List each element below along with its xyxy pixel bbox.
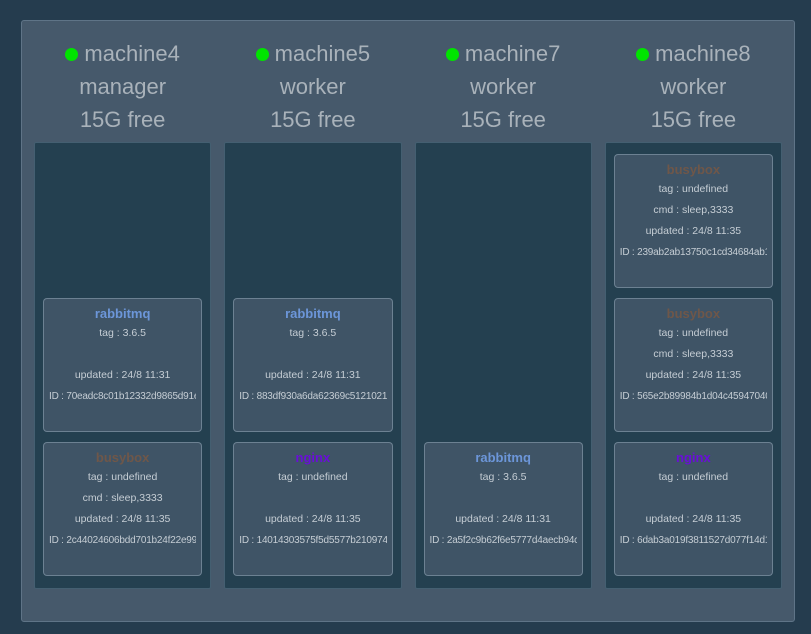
container-list: rabbitmq tag : 3.6.5 updated : 24/8 11:3… [414,142,592,589]
machine-column: machine4 manager 15G free rabbitmq tag :… [34,31,212,589]
status-dot-icon [445,48,459,61]
container-list: rabbitmq tag : 3.6.5 updated : 24/8 11:3… [34,142,212,589]
machine-header: machine8 worker 15G free [605,31,782,142]
machine-role: manager [79,74,167,99]
machine-name-line: machine7 [415,37,592,70]
container-id: ID : 70eadc8c01b12332d9865d91e5... [49,391,197,402]
container-id: ID : 6dab3a019f3811527d077f14d1... [619,535,767,546]
machine-free-space: 15G free [270,107,356,132]
machine-role: worker [660,74,727,99]
container-tag: tag : undefined [658,471,729,483]
container-cmd: cmd : sleep,3333 [653,348,734,360]
container-updated: updated : 24/8 11:31 [455,513,551,525]
container-name: nginx [295,450,331,465]
container-tag: tag : 3.6.5 [479,471,527,483]
container-name: rabbitmq [94,306,151,321]
container-cmd [49,344,196,365]
container-card[interactable]: busybox tag : undefined cmd : sleep,3333… [43,442,203,576]
machine-free-space: 15G free [79,107,166,132]
machine-name: machine5 [274,41,371,66]
container-updated: updated : 24/8 11:31 [74,369,171,381]
container-name: busybox [95,450,150,465]
container-updated: updated : 24/8 11:35 [265,513,361,525]
machine-name: machine8 [655,41,751,66]
machine-free-space: 15G free [460,107,546,132]
container-id: ID : 2c44024606bdd701b24f22e999... [49,535,197,546]
container-tag: tag : undefined [87,471,158,483]
container-updated: updated : 24/8 11:31 [265,369,361,381]
container-id: ID : 239ab2ab13750c1cd34684ab1f... [619,247,767,258]
container-card[interactable]: rabbitmq tag : 3.6.5 updated : 24/8 11:3… [43,298,203,432]
machine-column: machine7 worker 15G free rabbitmq tag : … [414,31,592,589]
machine-header: machine5 worker 15G free [224,31,401,142]
status-dot-icon [255,48,269,61]
container-name: rabbitmq [475,450,531,465]
cluster-panel: machine4 manager 15G free rabbitmq tag :… [21,20,795,622]
container-id: ID : 14014303575f5d5577b210974b... [239,535,387,546]
container-tag: tag : undefined [658,183,729,195]
container-updated: updated : 24/8 11:35 [645,225,742,237]
container-name: nginx [676,450,711,465]
container-updated: updated : 24/8 11:35 [645,369,742,381]
container-name: rabbitmq [285,306,341,321]
container-list: busybox tag : undefined cmd : sleep,3333… [604,142,782,589]
container-card[interactable]: nginx tag : undefined updated : 24/8 11:… [613,442,773,576]
status-dot-icon [636,48,650,61]
machine-role: worker [470,74,537,99]
container-cmd [430,488,577,509]
container-updated: updated : 24/8 11:35 [645,513,742,525]
container-tag: tag : undefined [658,327,729,339]
machine-name-line: machine5 [224,37,401,70]
container-tag: tag : 3.6.5 [99,327,146,339]
status-dot-icon [65,48,79,61]
container-card[interactable]: rabbitmq tag : 3.6.5 updated : 24/8 11:3… [423,442,583,576]
machine-header: machine7 worker 15G free [415,31,592,142]
container-list: rabbitmq tag : 3.6.5 updated : 24/8 11:3… [224,142,402,589]
machine-name: machine4 [84,41,180,66]
container-card[interactable]: busybox tag : undefined cmd : sleep,3333… [613,154,773,288]
machine-header: machine4 manager 15G free [34,31,211,142]
container-cmd: cmd : sleep,3333 [82,492,163,504]
machine-name-line: machine8 [605,37,782,70]
machine-free-space: 15G free [650,107,737,132]
container-name: busybox [666,306,721,321]
container-card[interactable]: nginx tag : undefined updated : 24/8 11:… [233,442,393,576]
container-card[interactable]: rabbitmq tag : 3.6.5 updated : 24/8 11:3… [233,298,393,432]
machine-name: machine7 [464,41,561,66]
container-id: ID : 883df930a6da62369c51210216... [239,391,387,402]
machine-name-line: machine4 [34,37,211,70]
machine-column: machine5 worker 15G free rabbitmq tag : … [224,31,402,589]
container-cmd [239,344,386,365]
container-tag: tag : undefined [278,471,348,483]
container-card[interactable]: busybox tag : undefined cmd : sleep,3333… [613,298,773,432]
container-cmd: cmd : sleep,3333 [653,204,734,216]
machine-role: worker [279,74,346,99]
container-id: ID : 565e2b89984b1d04c459470403... [619,391,767,402]
container-tag: tag : 3.6.5 [289,327,337,339]
machine-column: machine8 worker 15G free busybox tag : u… [604,31,782,589]
container-id: ID : 2a5f2c9b62f6e5777d4aecb94c8... [429,535,577,546]
container-cmd [620,488,767,509]
container-name: busybox [666,162,721,177]
container-cmd [239,488,386,509]
container-updated: updated : 24/8 11:35 [74,513,171,525]
